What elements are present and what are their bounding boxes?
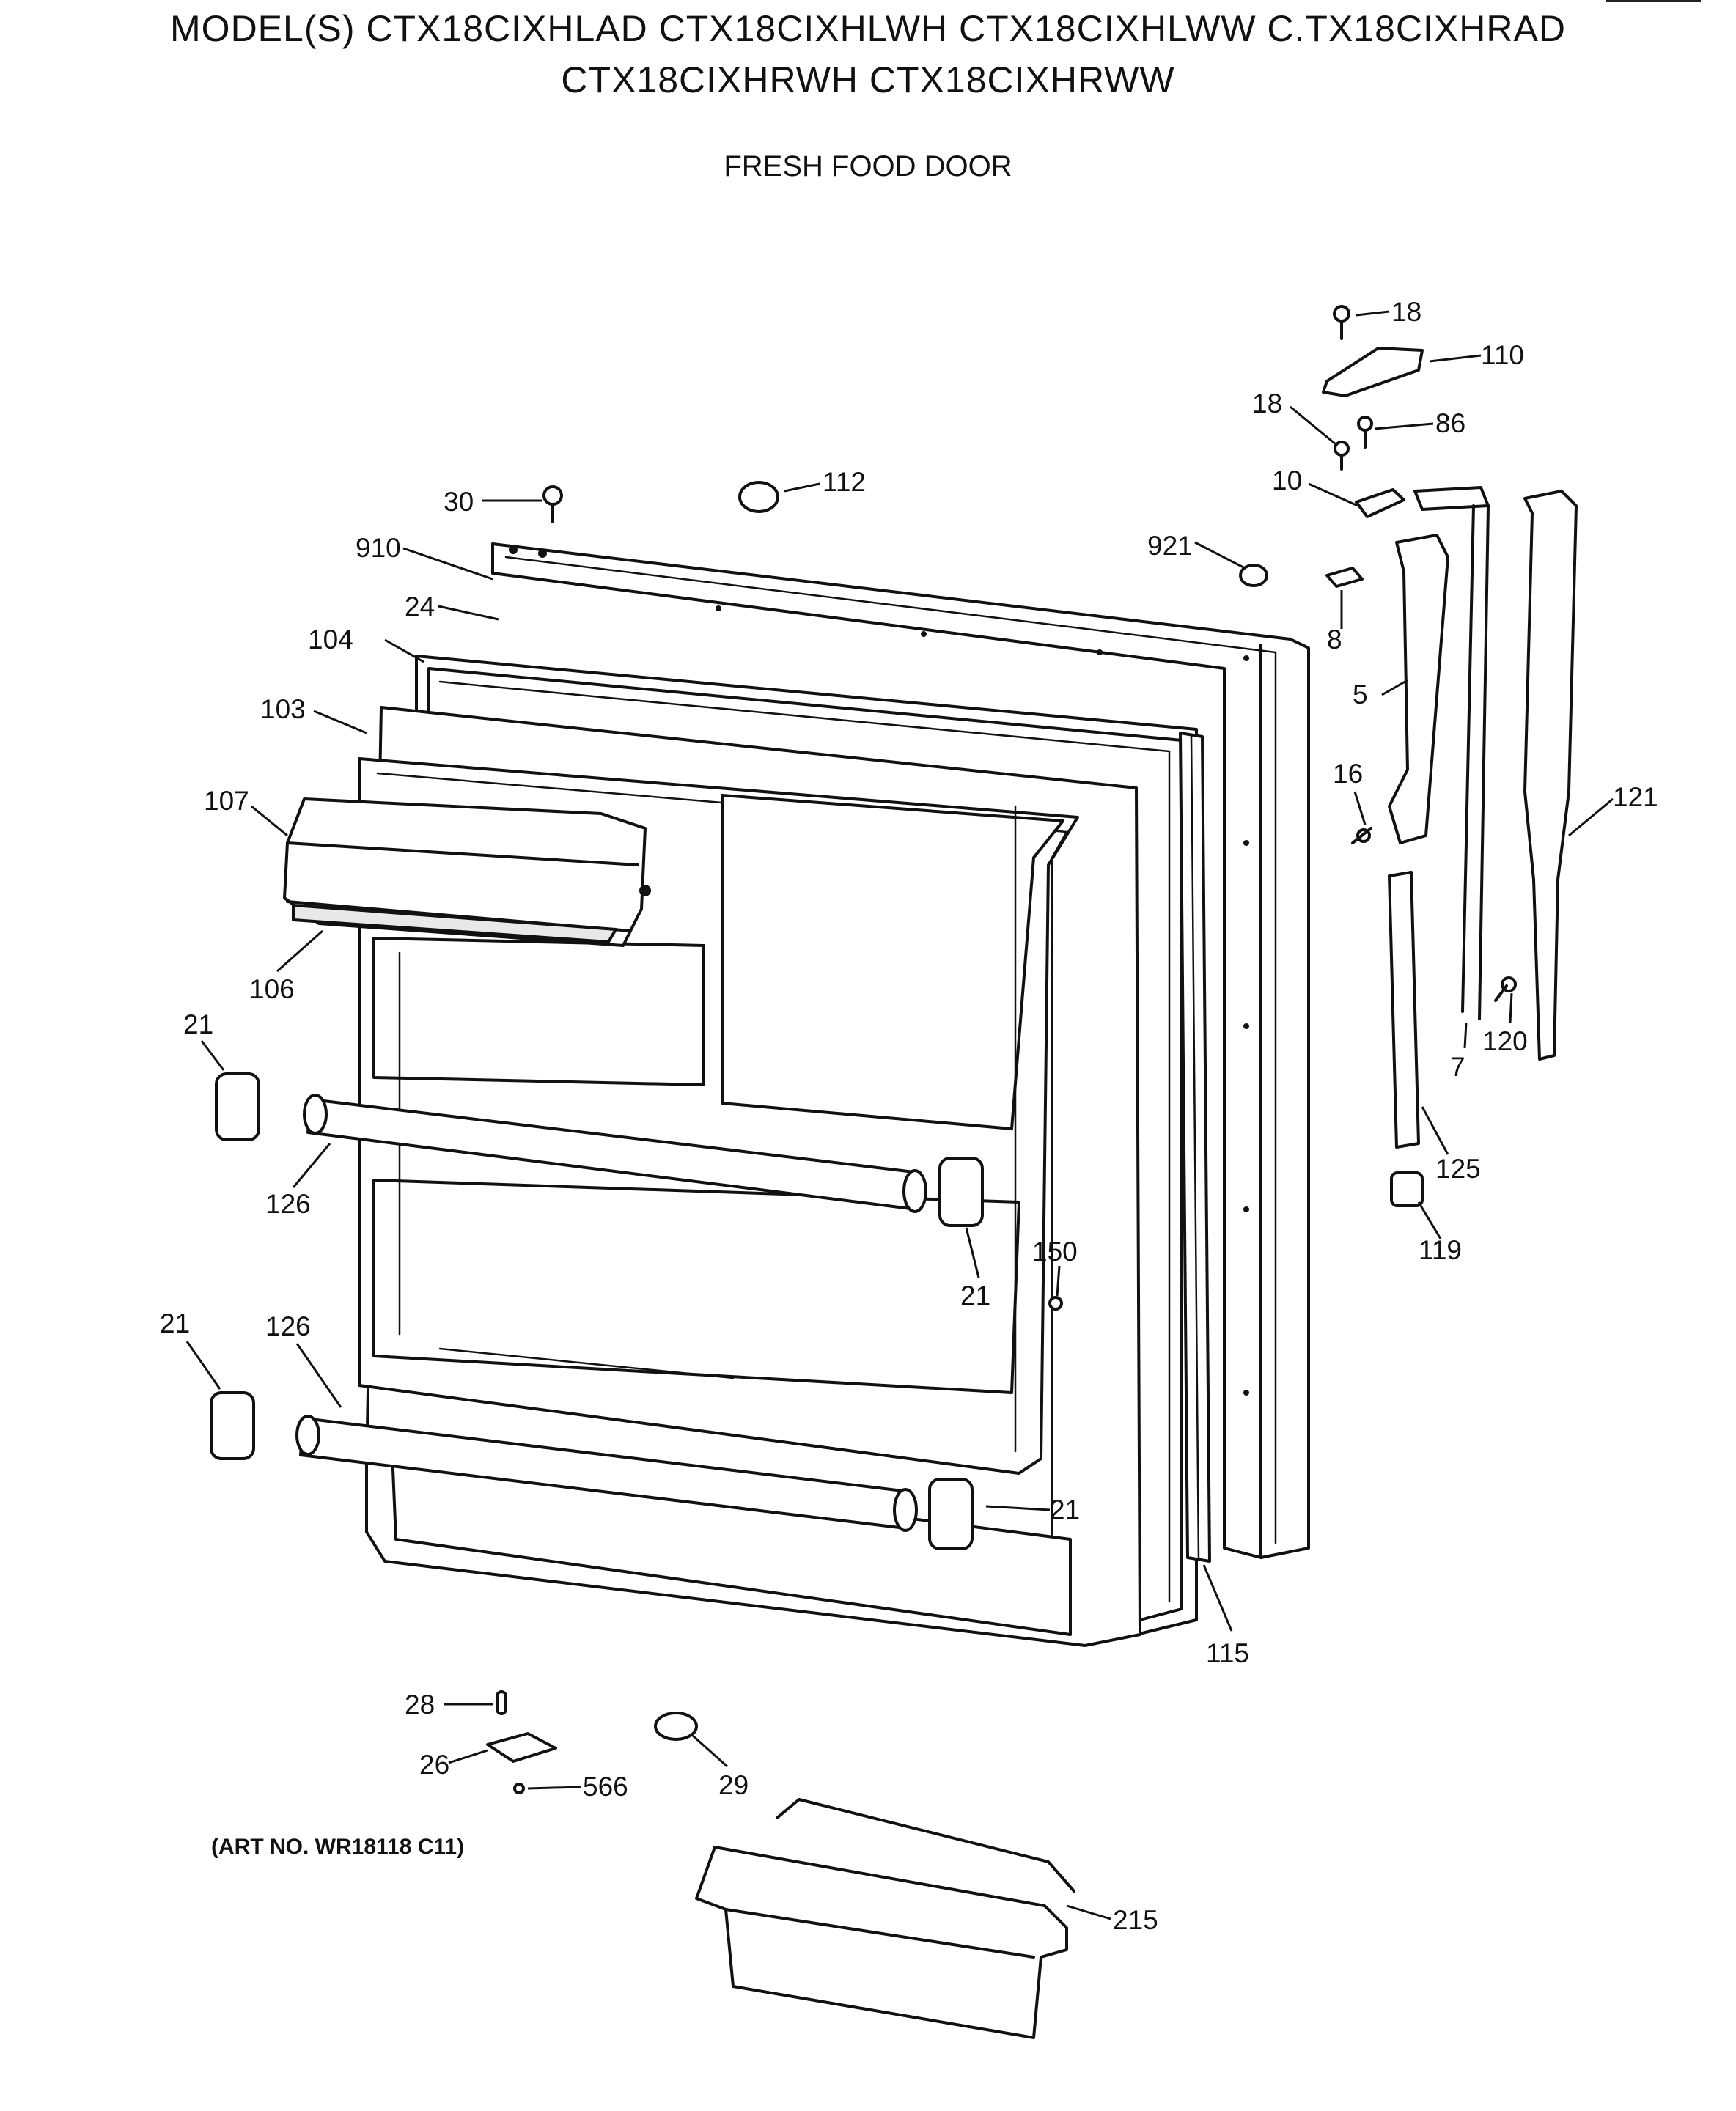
callout-86: 86 [1435,408,1465,438]
callout-921: 921 [1147,531,1193,561]
callout-labels: 18 110 18 86 10 112 30 910 921 24 8 104 … [160,297,1658,1935]
section-title: FRESH FOOD DOOR [724,150,1012,183]
door-shelf-bar-lower [295,1415,918,1532]
callout-16: 16 [1333,759,1363,789]
door-shelf-bar-upper [303,1094,927,1213]
callout-121: 121 [1613,782,1658,812]
callout-10: 10 [1272,465,1302,495]
callout-215: 215 [1113,1905,1158,1935]
callout-115: 115 [1206,1638,1249,1668]
callout-125: 125 [1435,1154,1481,1184]
hinge-hardware [1322,305,1578,1207]
leader-lines [185,310,1614,1920]
callout-104: 104 [308,625,353,655]
callout-110: 110 [1481,340,1524,370]
callout-566: 566 [583,1772,628,1802]
callout-21-upper-right: 21 [960,1281,990,1311]
model-list-line-2: CTX18CIXHRWH CTX18CIXHRWW [561,59,1175,100]
shelf-end-caps [210,1072,984,1550]
dairy-compartment-door [283,797,651,947]
model-list-line-1: MODEL(S) CTX18CIXHLAD CTX18CIXHLWH CTX18… [170,8,1566,49]
callout-30: 30 [444,487,474,517]
callout-106: 106 [249,974,295,1004]
callout-112: 112 [823,467,866,497]
callout-7: 7 [1450,1052,1465,1082]
callout-18-mid: 18 [1252,388,1282,419]
callout-910: 910 [356,533,401,563]
callout-21-lower-left: 21 [160,1308,190,1338]
door-bin [695,1798,1075,2039]
art-number: (ART NO. WR18118 C11) [211,1835,465,1859]
top-edge-rule [1606,0,1701,2]
callout-103: 103 [260,694,306,724]
callout-18-top: 18 [1391,297,1421,327]
callout-126-lower: 126 [265,1311,311,1341]
door-outer-shell [491,542,1310,1559]
callout-107: 107 [204,786,249,816]
callout-120: 120 [1482,1026,1528,1056]
callout-119: 119 [1419,1235,1462,1265]
callout-28: 28 [405,1690,435,1720]
callout-26: 26 [419,1750,449,1780]
callout-24: 24 [405,592,435,622]
gasket-strip [1179,732,1211,1563]
callout-21-lower-right: 21 [1050,1495,1080,1525]
callout-8: 8 [1327,625,1342,655]
callout-5: 5 [1353,679,1368,710]
callout-126-upper: 126 [265,1189,311,1219]
callout-150: 150 [1032,1237,1078,1267]
callout-29: 29 [718,1770,749,1800]
misc-fasteners [486,481,1268,1794]
callout-21-upper-left: 21 [183,1009,213,1039]
